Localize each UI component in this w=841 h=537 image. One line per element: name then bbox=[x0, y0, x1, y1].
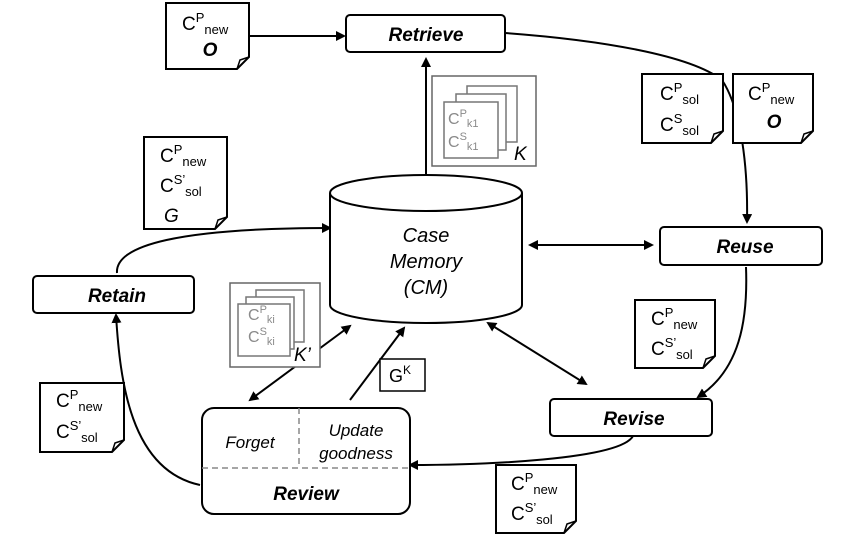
update-goodness-line2: goodness bbox=[319, 444, 393, 463]
note-retain-input: CPnew CS’sol G bbox=[143, 136, 228, 230]
connectors bbox=[111, 31, 753, 486]
svg-text:CS’sol: CS’sol bbox=[56, 418, 98, 445]
gk-base: G bbox=[389, 366, 403, 386]
symbol-o: O bbox=[767, 112, 782, 133]
note-new-problem-top: CPnew O bbox=[165, 2, 250, 70]
retrieved-cases-stack: CPk1 CSk1 K bbox=[431, 75, 537, 167]
svg-text:CPnew: CPnew bbox=[748, 80, 795, 107]
retrieve-label: Retrieve bbox=[389, 25, 464, 46]
retain-box: Retain bbox=[32, 275, 195, 314]
case-memory: Case Memory (CM) bbox=[329, 174, 523, 324]
note-review-output: CPnew CS’sol bbox=[39, 382, 125, 453]
retrieve-box: Retrieve bbox=[345, 14, 506, 53]
note-solution-retrieved: CPsol CSsol bbox=[641, 73, 724, 144]
arrow-revise-to-review bbox=[408, 435, 634, 470]
reuse-box: Reuse bbox=[659, 226, 823, 266]
gk-sup: K bbox=[403, 363, 411, 377]
arrow-retain-to-cm bbox=[115, 223, 332, 274]
arrow-update-to-cm bbox=[349, 326, 406, 401]
case-memory-line3: (CM) bbox=[404, 277, 448, 299]
case-memory-line2: Memory bbox=[390, 251, 463, 273]
forget-label: Forget bbox=[225, 433, 275, 452]
revise-box: Revise bbox=[549, 398, 713, 437]
svg-text:CPnew: CPnew bbox=[182, 10, 229, 37]
svg-text:CPsol: CPsol bbox=[660, 80, 699, 107]
symbol-o: O bbox=[203, 40, 218, 61]
gk-box: GK bbox=[379, 358, 426, 392]
note-new-problem-right: CPnew O bbox=[732, 73, 814, 144]
note-revise-input: CPnew CS’sol bbox=[634, 299, 716, 369]
case-memory-line1: Case bbox=[403, 225, 450, 247]
k-label: K bbox=[514, 144, 528, 165]
svg-text:CPnew: CPnew bbox=[56, 387, 103, 414]
svg-text:CPnew: CPnew bbox=[160, 142, 207, 169]
retain-label: Retain bbox=[88, 286, 146, 307]
forgotten-cases-stack: CPki CSki K’ bbox=[229, 282, 321, 368]
svg-text:CS’sol: CS’sol bbox=[651, 335, 693, 362]
svg-text:CS’sol: CS’sol bbox=[511, 500, 553, 527]
symbol-g: G bbox=[164, 206, 179, 227]
svg-text:CSki: CSki bbox=[248, 326, 275, 348]
svg-text:CPki: CPki bbox=[248, 304, 275, 326]
svg-text:GK: GK bbox=[389, 363, 411, 386]
svg-text:CS’sol: CS’sol bbox=[160, 172, 202, 199]
svg-text:CPnew: CPnew bbox=[511, 470, 558, 497]
review-label: Review bbox=[273, 484, 340, 505]
update-goodness-line1: Update bbox=[329, 421, 384, 440]
reuse-label: Reuse bbox=[716, 237, 773, 258]
svg-text:CPk1: CPk1 bbox=[448, 108, 479, 130]
note-revise-output: CPnew CS’sol bbox=[495, 464, 577, 534]
arrow-reuse-to-revise bbox=[696, 266, 748, 399]
svg-text:CPnew: CPnew bbox=[651, 305, 698, 332]
svg-text:CSsol: CSsol bbox=[660, 111, 699, 138]
arrow-review-to-retain bbox=[111, 313, 201, 486]
arrow-cm-revise bbox=[486, 321, 588, 386]
k-prime-label: K’ bbox=[294, 345, 312, 366]
svg-text:CSk1: CSk1 bbox=[448, 131, 479, 153]
review-box: Forget Update goodness Review bbox=[201, 407, 411, 515]
revise-label: Revise bbox=[603, 409, 665, 430]
